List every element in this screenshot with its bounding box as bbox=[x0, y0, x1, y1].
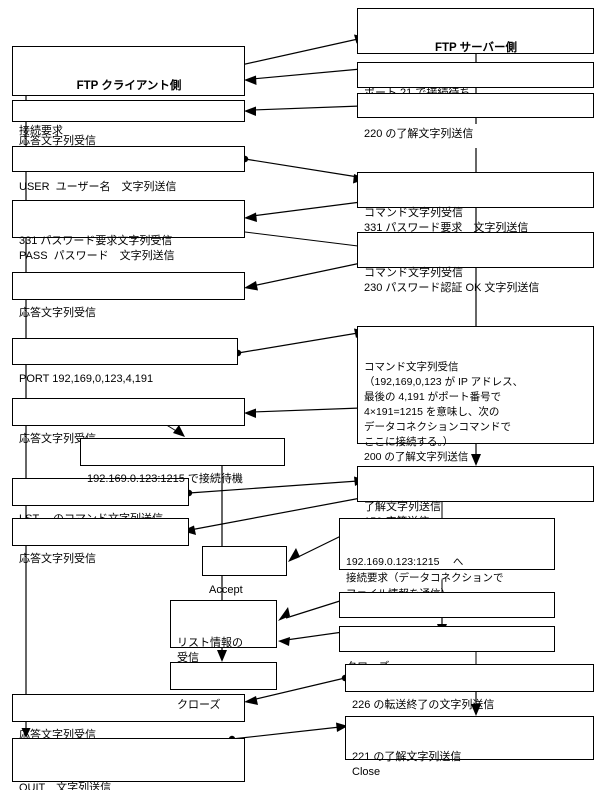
server-accept-box: Accept bbox=[357, 62, 594, 109]
server-150-box: 了解文字列送信 150 応答送信 bbox=[357, 466, 594, 528]
server-header-box: FTP サーバー側 ポート 21 で接続待ち bbox=[357, 8, 594, 99]
server-226-label: 226 の転送終了の文字列送信 bbox=[352, 699, 495, 711]
server-port-label: コマンド文字列受信 （192,169,0,123 が IP アドレス、 最後の … bbox=[364, 361, 524, 463]
client-response-1-box: 応答文字列受信 bbox=[12, 100, 245, 147]
client-listen-box: 192.169.0.123:1215 で接続待機 bbox=[80, 438, 285, 485]
msg-230 bbox=[251, 262, 362, 287]
server-230-box: コマンド文字列受信 230 パスワード認証 OK 文字列送信 bbox=[357, 232, 594, 294]
client-header-box: FTP クライアント側 接続要求 bbox=[12, 46, 245, 137]
msg-list-send bbox=[285, 599, 344, 619]
msg-pass bbox=[244, 231, 359, 247]
server-230-label: コマンド文字列受信 230 パスワード認証 OK 文字列送信 bbox=[364, 267, 540, 294]
arrowhead-331 bbox=[244, 212, 257, 222]
client-response-2-box: 応答文字列受信 bbox=[12, 272, 245, 319]
arrowhead-200 bbox=[244, 408, 256, 418]
server-226-box: 226 の転送終了の文字列送信 bbox=[345, 664, 594, 711]
client-response-2-label: 応答文字列受信 bbox=[19, 307, 96, 319]
server-331-label: コマンド文字列受信 331 パスワード要求 文字列送信 bbox=[364, 207, 529, 234]
client-close-box: クローズ bbox=[170, 662, 277, 711]
client-password-box: 331 パスワード要求文字列受信 PASS パスワード 文字列送信 bbox=[12, 200, 245, 262]
client-header-title: FTP クライアント側 bbox=[76, 80, 182, 92]
arrowhead-data-connect bbox=[288, 548, 300, 562]
client-quit-box: QUIT 文字列送信 セッション Close bbox=[12, 738, 245, 790]
server-port-box: コマンド文字列受信 （192,169,0,123 が IP アドレス、 最後の … bbox=[357, 326, 594, 463]
client-close-label: クローズ bbox=[177, 699, 221, 711]
client-response-1-label: 応答文字列受信 bbox=[19, 135, 96, 147]
server-header-title: FTP サーバー側 bbox=[434, 42, 518, 54]
msg-server-accept bbox=[251, 68, 362, 80]
client-accept-box: Accept bbox=[202, 546, 287, 596]
arrowhead-230 bbox=[244, 281, 258, 291]
msg-server-close bbox=[285, 631, 344, 641]
server-list-send-box: リスト情報の送信 bbox=[339, 592, 555, 639]
server-221-box: 221 の了解文字列送信 Close bbox=[345, 716, 594, 778]
client-accept-label: Accept bbox=[209, 584, 243, 596]
client-listen-label: 192.169.0.123:1215 で接続待機 bbox=[87, 473, 243, 485]
client-response-4-label: 応答文字列受信 bbox=[19, 553, 96, 565]
client-response-3-label: 応答文字列受信 bbox=[19, 433, 96, 445]
arrowhead-server-accept bbox=[244, 75, 257, 85]
arrowhead-220 bbox=[244, 106, 256, 116]
msg-user bbox=[244, 158, 359, 178]
client-user-box: USER ユーザー名 文字列送信 bbox=[12, 146, 245, 193]
server-close-box: クローズ bbox=[339, 626, 555, 673]
client-password-label: 331 パスワード要求文字列受信 PASS パスワード 文字列送信 bbox=[19, 235, 175, 262]
client-port-label: PORT 192,169,0,123,4,191 bbox=[19, 373, 154, 385]
server-331-box: コマンド文字列受信 331 パスワード要求 文字列送信 bbox=[357, 172, 594, 234]
server-220-box: 220 の了解文字列送信 bbox=[357, 93, 594, 140]
client-list-receive-box: リスト情報の 受信 bbox=[170, 600, 277, 664]
server-221-label: 221 の了解文字列送信 Close bbox=[352, 751, 462, 778]
client-response-4-box: 応答文字列受信 bbox=[12, 518, 189, 565]
msg-200 bbox=[251, 407, 362, 413]
msg-220 bbox=[251, 105, 362, 111]
server-220-label: 220 の了解文字列送信 bbox=[364, 128, 474, 140]
client-user-label: USER ユーザー名 文字列送信 bbox=[19, 181, 177, 193]
arrowhead-server-close bbox=[278, 637, 290, 646]
msg-331 bbox=[251, 201, 362, 217]
client-response-5-box: 応答文字列受信 bbox=[12, 694, 245, 741]
server-data-connect-box: 192.169.0.123:1215 へ 接続要求（データコネクションで ファイ… bbox=[339, 518, 555, 600]
client-quit-label: QUIT 文字列送信 セッション Close bbox=[19, 782, 112, 790]
client-port-box: PORT 192,169,0,123,4,191 bbox=[12, 338, 238, 385]
client-header-body: 接続要求 bbox=[19, 125, 63, 137]
msg-data-connect bbox=[295, 534, 344, 559]
client-response-3-box: 応答文字列受信 bbox=[12, 398, 245, 445]
msg-port bbox=[237, 332, 359, 354]
client-list-receive-label: リスト情報の 受信 bbox=[177, 637, 243, 664]
